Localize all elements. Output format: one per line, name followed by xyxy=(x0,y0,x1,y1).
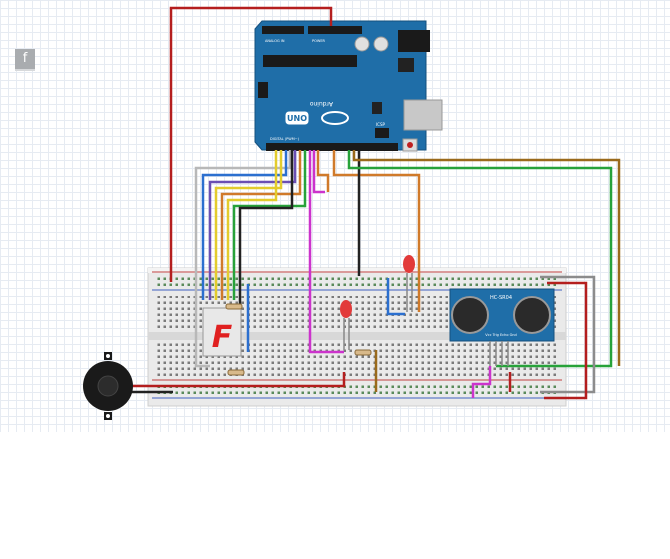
led-1 xyxy=(340,300,352,350)
wire-red-rail xyxy=(544,281,588,400)
wire-purple xyxy=(208,150,297,300)
wire-magenta xyxy=(308,150,344,354)
capacitor-1 xyxy=(354,36,370,52)
wire-black-display xyxy=(238,150,294,352)
led-2 xyxy=(403,255,415,312)
icsp-2 xyxy=(258,82,268,98)
sensor-pins: Vcc Trig Echo Gnd xyxy=(485,333,517,337)
regulator xyxy=(398,58,414,72)
arduino-brand: Arduino xyxy=(309,100,333,107)
wire-green-sensor xyxy=(347,150,613,368)
resistors xyxy=(225,303,372,376)
wire-orange-stub xyxy=(316,150,330,192)
buzzer xyxy=(83,352,133,420)
wire-white xyxy=(194,150,292,368)
atmega-chip xyxy=(263,55,357,67)
wires xyxy=(130,6,621,400)
analog-label: ANALOG IN xyxy=(265,39,285,43)
small-chip xyxy=(372,102,382,114)
wire-yellow-2 xyxy=(226,150,278,300)
wire-orange-led xyxy=(332,150,421,312)
digital-header xyxy=(266,143,398,151)
sensor-transmitter xyxy=(451,296,489,334)
wire-buzzer-red xyxy=(130,372,346,388)
seven-segment-display: F xyxy=(202,307,242,357)
wire-magenta-sensor xyxy=(471,366,492,398)
reset-cap xyxy=(407,142,413,148)
power-header xyxy=(308,26,362,34)
usb-port xyxy=(403,99,443,131)
resistor-led xyxy=(354,349,372,356)
resistor-display-2 xyxy=(227,369,245,376)
digital-label: DIGITAL (PWM~) xyxy=(270,137,300,141)
analog-header xyxy=(262,26,304,34)
sensor-name: HC-SR04 xyxy=(490,295,512,301)
wire-orange xyxy=(220,150,302,300)
wire-yellow-1 xyxy=(214,150,283,300)
wire-blue xyxy=(201,150,288,300)
wire-magenta-stub xyxy=(312,150,325,194)
wire-green-display xyxy=(232,150,307,300)
icsp-header xyxy=(375,128,389,138)
arduino-logo xyxy=(321,111,349,125)
wire-grey-rail xyxy=(540,275,596,394)
wire-5v xyxy=(169,6,333,282)
display-digit: F xyxy=(212,320,233,355)
icsp-label: ICSP xyxy=(376,122,386,127)
ultrasonic-sensor: HC-SR04 Vcc Trig Echo Gnd xyxy=(449,288,555,366)
power-jack xyxy=(398,30,430,52)
wire-brown-sensor xyxy=(352,150,621,366)
wire-blue-led xyxy=(386,278,405,316)
power-label: POWER xyxy=(312,39,326,43)
uno-logo xyxy=(285,111,309,125)
arduino-uno-board: ANALOG IN POWER UNO Arduino ICSP DIGITAL… xyxy=(254,20,443,152)
capacitor-2 xyxy=(373,36,389,52)
uno-label: UNO xyxy=(287,114,307,123)
fritzing-logo: f xyxy=(15,49,35,71)
sensor-receiver xyxy=(513,296,551,334)
resistor-display xyxy=(225,303,243,310)
